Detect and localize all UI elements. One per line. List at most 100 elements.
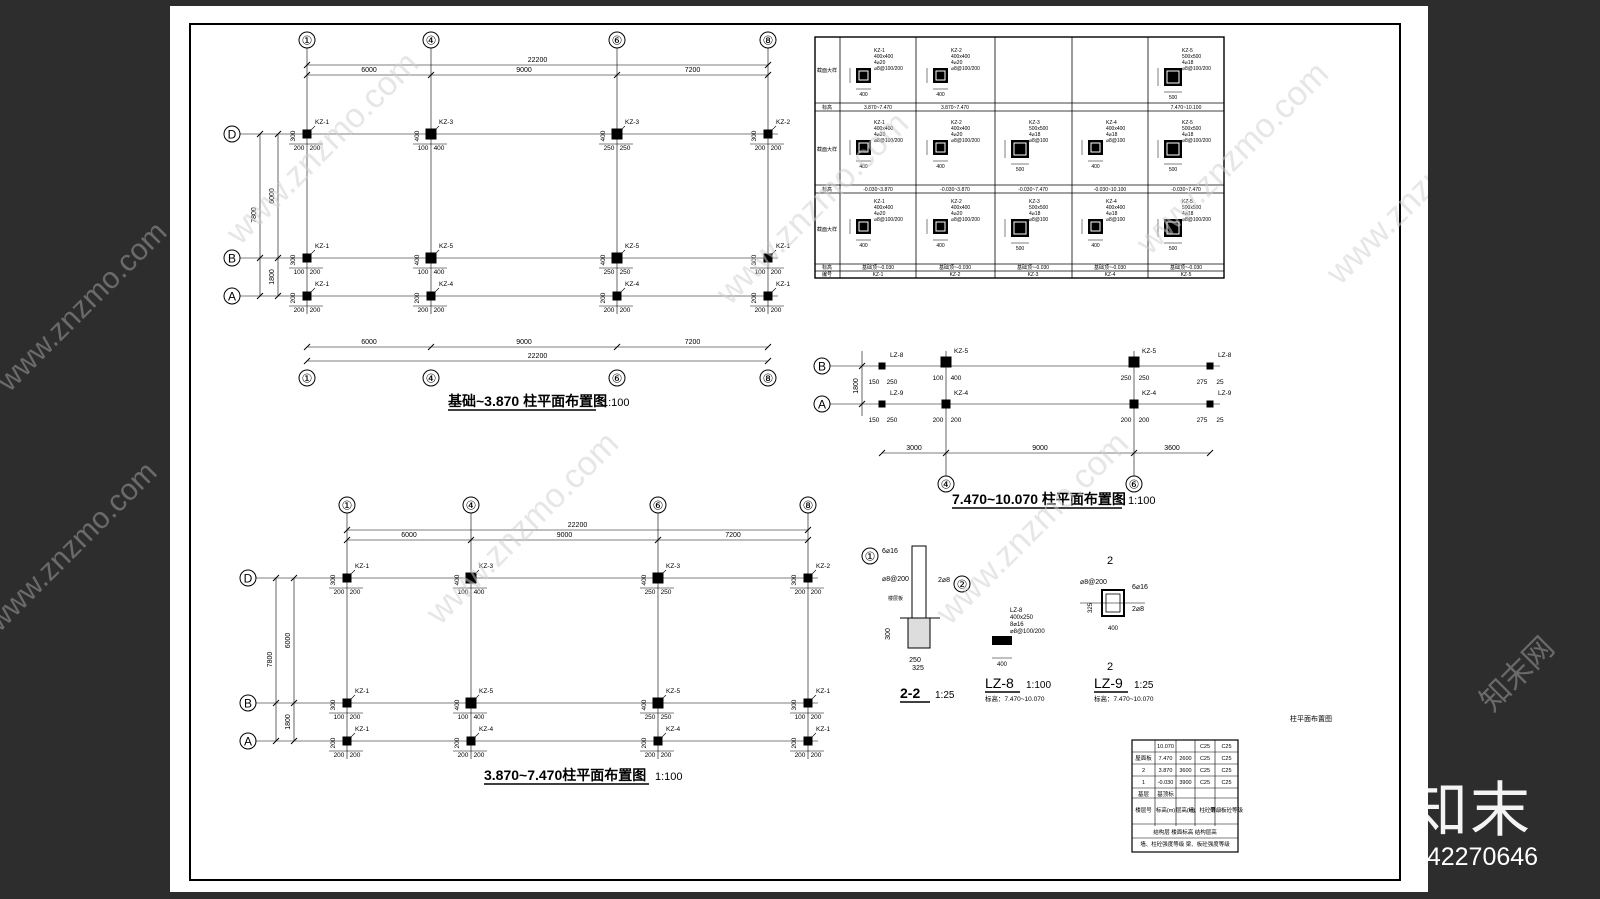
col-dim-left: 100 [795,714,806,721]
elev-row3: 基础顶~-0.030 [1094,264,1126,271]
col-dim-right: 200 [310,307,321,314]
leader [810,694,817,701]
section-spec: KZ-2 [951,120,962,126]
elev-row2: -0.030~3.870 [940,187,970,193]
section-spec: 4⌀20 [874,211,886,217]
axis-y-1: A [818,398,826,412]
col-dim-left: 200 [294,145,305,152]
axis-x-top-1: ④ [426,34,437,48]
section-spec: 4⌀18 [1029,132,1041,138]
dim-tick [303,61,311,69]
column-kz2 [803,573,813,583]
section-spec: 4⌀18 [1106,132,1118,138]
axis-x-bottom-3: ⑧ [763,372,774,386]
col-dim-left: 200 [604,307,615,314]
level-cell: 10.070 [1157,744,1174,750]
col-dim-left: 100 [755,269,766,276]
col-dim-right: 400 [434,269,445,276]
lz9-rebar: 6⌀16 [1132,584,1148,591]
col-dim-right: 200 [620,307,631,314]
col-dim-side: 300 [791,699,798,710]
col-dim-left: 200 [755,145,766,152]
section-dim-text: 400 [859,243,868,249]
section-box [856,68,871,83]
detail-column-outline [911,545,927,619]
column-kz1 [342,573,352,583]
axis-x-bottom-2: ⑥ [612,372,623,386]
axis-x-top-0: ① [302,34,313,48]
axis-y-1-circle [239,694,257,712]
axis-x-bottom-1: ④ [426,372,437,386]
column-tag: KZ-1 [315,119,329,126]
col-dim-side: 300 [751,130,758,141]
level-cell: 基层 [1138,790,1150,798]
column-tag: KZ-4 [666,726,680,733]
axis-y-1-circle [813,395,831,413]
dim-tick [343,536,351,544]
axis-x-bottom-3-circle [759,369,777,387]
section-spec: ⌀8@100/200 [874,217,903,223]
elev-row2: -0.030~7.470 [1171,187,1201,193]
row-header-1: 标高 [822,104,832,111]
col-dim-right: 200 [310,145,321,152]
site-watermark-4: www.znzmo.com [928,424,1136,632]
col-id-3: KZ-4 [1105,272,1116,278]
dim-span-2: 7200 [685,67,701,74]
plan-scale: 1:100 [602,397,630,409]
detail-tag-2: ② [957,578,968,592]
dim-tick [764,357,772,365]
dim-tick [613,71,621,79]
column-kz5 [425,252,437,264]
section-spec: 400x400 [874,126,893,132]
col-dim-right: 200 [661,752,672,759]
col-dim-right: 400 [434,145,445,152]
section-spec: ⌀8@100/200 [951,138,980,144]
column-tag: KZ-1 [776,243,790,250]
col-dim-left: 100 [458,714,469,721]
dim-tick [343,526,351,534]
column-tag: KZ-1 [776,281,790,288]
column-tag: LZ-8 [890,352,904,359]
col-id-0: KZ-1 [873,272,884,278]
col-dim-right: 25 [1216,417,1224,424]
section-dim-text: 400 [936,92,945,98]
axis-y-1: B [244,697,252,711]
level-cell: 屋面板 [1135,754,1152,762]
lz8-dim-text: 400 [997,662,1008,668]
lz9-title: LZ-9 [1094,675,1123,691]
dim-span-bottom-0: 6000 [361,339,377,346]
section-spec: 400x400 [951,126,970,132]
col-dim-right: 250 [620,269,631,276]
level-cell: C25 [1221,744,1231,750]
level-cell: 1 [1142,780,1145,786]
level-cell: 3.870 [1159,768,1173,774]
col-id-4: KZ-5 [1181,272,1192,278]
section-spec: 400x400 [874,54,893,60]
section-spec: ⌀8@100/200 [874,138,903,144]
column-tag: KZ-4 [954,390,968,397]
section-spec: 400x400 [951,205,970,211]
detail-tag-1-circle [861,547,879,565]
col-dim-left: 275 [1197,417,1208,424]
col-dim-left: 200 [795,752,806,759]
leader [473,569,480,576]
detail-tag-1: ① [865,550,876,564]
plan-scale: 1:100 [655,771,683,783]
leader [770,249,777,256]
level-cell: C25 [1221,780,1231,786]
section-spec: ⌀8@100 [1106,138,1125,144]
col-dim-left: 275 [1197,379,1208,386]
section-dim-text: 500 [1016,167,1025,173]
col-dim-side: 200 [751,292,758,303]
inner-frame [189,23,1401,881]
col-id-1: KZ-2 [950,272,961,278]
column-lz8 [1206,362,1214,370]
section-box [1088,140,1103,155]
lz9-scale: 1:25 [1134,680,1154,691]
dim-tick [1130,449,1138,457]
axis-x-0: ④ [941,478,952,492]
column-kz5 [652,697,664,709]
dim-tick [764,71,772,79]
